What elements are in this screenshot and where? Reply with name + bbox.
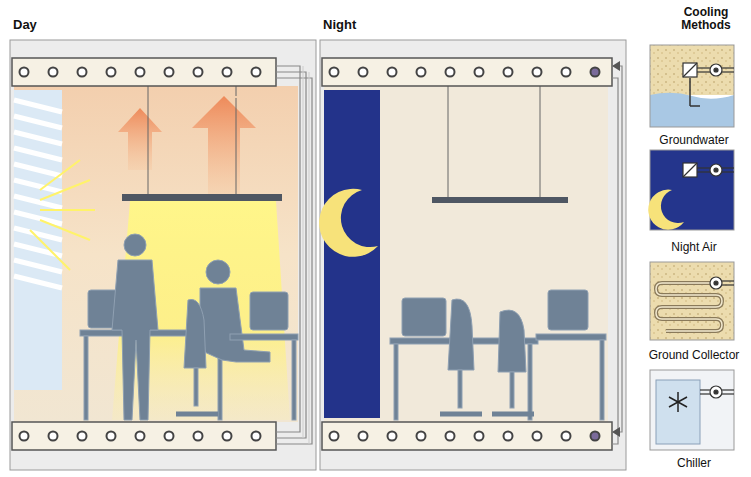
night-air-box: Night Air [638, 150, 750, 254]
method-label: Chiller [677, 456, 711, 470]
column-heading: Cooling Methods [666, 6, 746, 32]
groundwater-box: Groundwater [638, 45, 750, 147]
panel-heading: Night [323, 18, 356, 32]
night-panel: Night [320, 10, 626, 40]
method-label: Night Air [671, 240, 716, 254]
method-label: Groundwater [659, 133, 728, 147]
day-panel: Day [10, 10, 316, 40]
chiller-box: Chiller [638, 370, 750, 470]
panel-heading: Day [13, 18, 37, 32]
method-label: Ground Collector [649, 348, 740, 362]
ground-collector-box: Ground Collector [638, 262, 750, 362]
